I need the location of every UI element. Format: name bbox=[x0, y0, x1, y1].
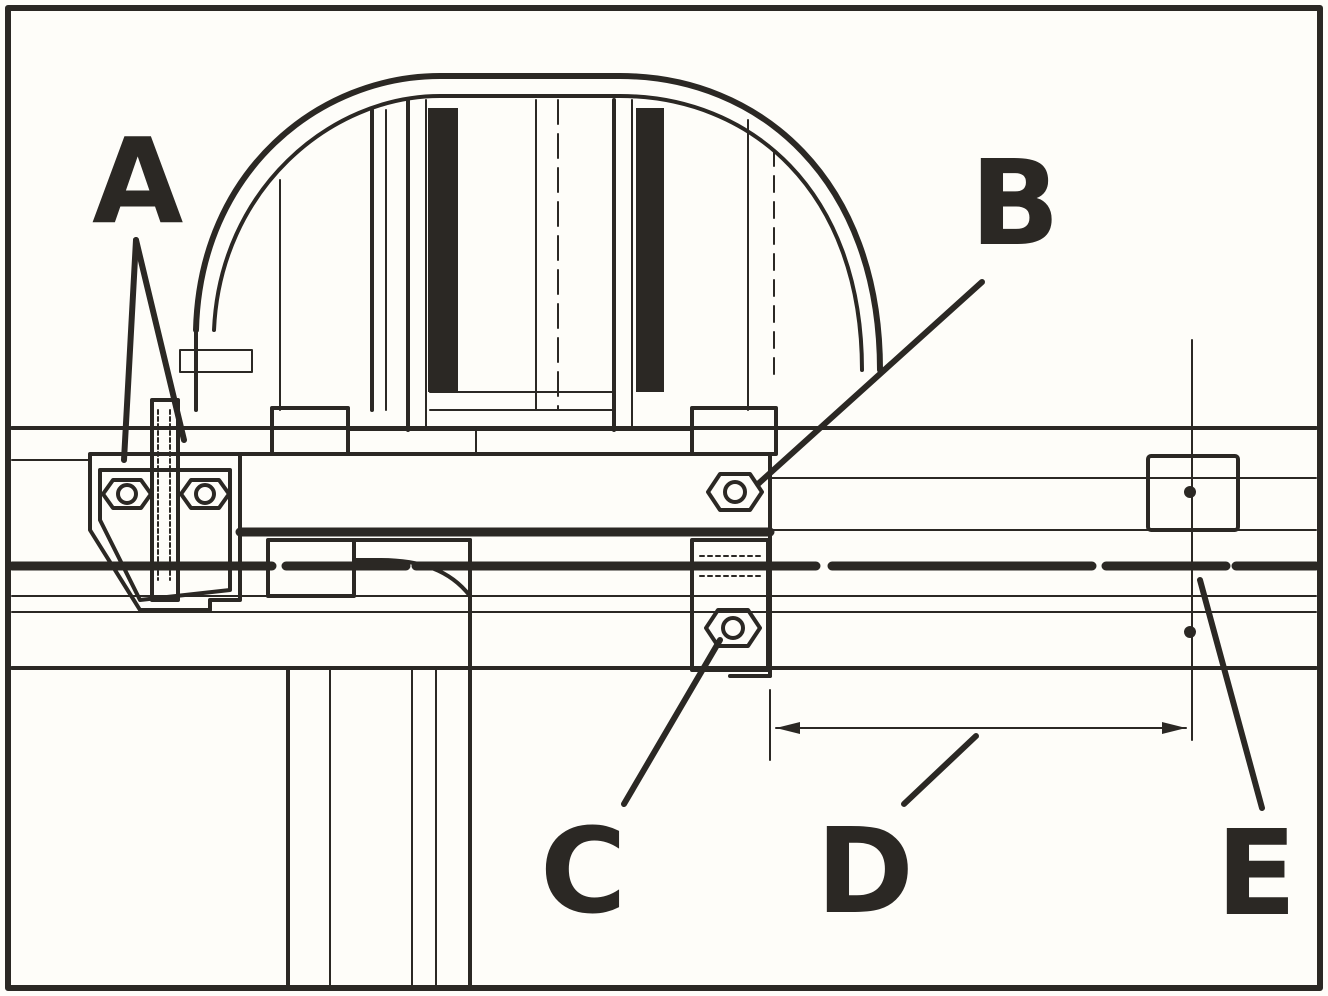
clamp-a bbox=[88, 398, 242, 612]
lower-brackets bbox=[266, 538, 770, 672]
label-c: C bbox=[540, 802, 627, 940]
nut-a-right bbox=[179, 478, 231, 510]
label-e: E bbox=[1216, 804, 1297, 942]
label-b: B bbox=[970, 134, 1060, 272]
nut-c bbox=[704, 608, 762, 648]
stand bbox=[286, 538, 472, 990]
rail-lines bbox=[7, 426, 1321, 670]
blade-guard bbox=[193, 73, 883, 412]
leader-lines bbox=[121, 237, 1265, 811]
label-d: D bbox=[816, 802, 914, 940]
label-a: A bbox=[92, 112, 183, 250]
dimension-d bbox=[769, 339, 1193, 761]
nut-b bbox=[706, 472, 764, 512]
outer-frame bbox=[5, 5, 1323, 991]
blade-plates bbox=[279, 98, 775, 432]
guard-blocks bbox=[179, 349, 778, 456]
nut-a-left bbox=[101, 478, 153, 510]
